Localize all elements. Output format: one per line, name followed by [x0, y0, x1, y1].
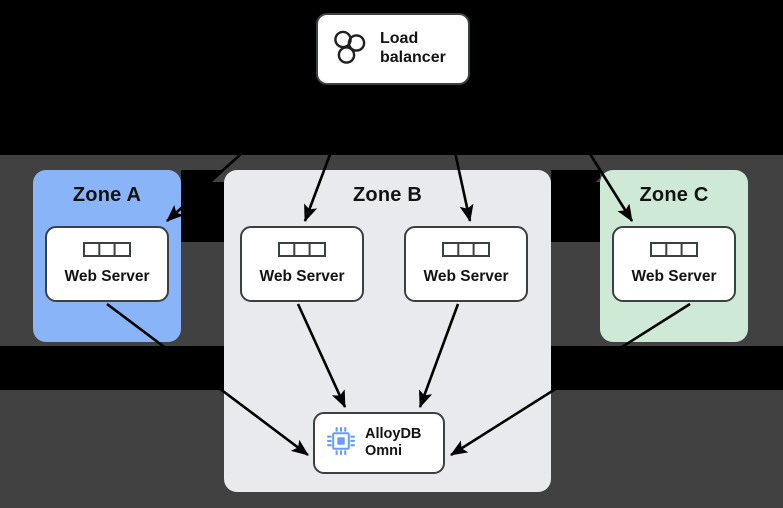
- web-server-node-zone-c[interactable]: Web Server: [612, 226, 736, 302]
- web-server-label: Web Server: [64, 268, 150, 286]
- alloydb-label-line1: AlloyDB: [365, 425, 422, 442]
- background-block: [181, 182, 224, 242]
- alloydb-label-line2: Omni: [365, 443, 403, 459]
- server-rack-icon: [278, 242, 326, 262]
- server-rack-icon: [83, 242, 131, 262]
- web-server-node-zone-b-1[interactable]: Web Server: [240, 226, 364, 302]
- zone-c-label: Zone C: [639, 184, 709, 206]
- three-circles-icon: [331, 28, 369, 71]
- web-server-label: Web Server: [423, 268, 509, 286]
- background-block: [551, 182, 600, 242]
- load-balancer-label: Load balancer: [380, 30, 446, 66]
- zone-a-label: Zone A: [72, 184, 142, 206]
- cpu-chip-icon: [326, 426, 356, 461]
- zone-b-label: Zone B: [353, 184, 422, 206]
- server-rack-icon: [442, 242, 490, 262]
- web-server-node-zone-b-2[interactable]: Web Server: [404, 226, 528, 302]
- web-server-label: Web Server: [631, 268, 717, 286]
- load-balancer-node[interactable]: Load balancer: [316, 13, 470, 85]
- web-server-label: Web Server: [259, 268, 345, 286]
- web-server-node-zone-a[interactable]: Web Server: [45, 226, 169, 302]
- server-rack-icon: [650, 242, 698, 262]
